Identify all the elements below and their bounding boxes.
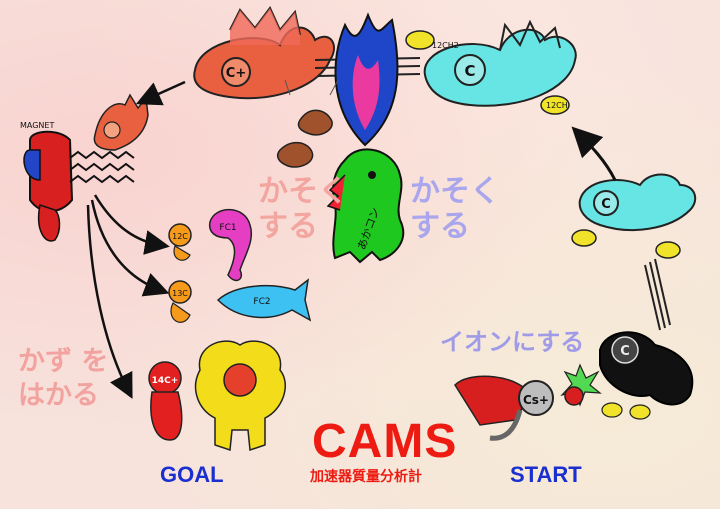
accelerate-label-left: かそく する — [258, 174, 348, 244]
fc2-text: FC2 — [253, 297, 270, 307]
c-black-ghost: C — [599, 331, 694, 420]
fc1-text: FC1 — [219, 223, 236, 233]
arrow-to-magnet — [135, 80, 186, 106]
fc2-shark: FC2 — [216, 278, 312, 322]
accelerate-label-right: かそく する — [410, 174, 500, 244]
cs-plus-hero: Cs+ — [454, 375, 584, 441]
arrow-up-right — [571, 126, 617, 181]
ch2-text-top: 12CH2 — [432, 41, 459, 50]
ionize-label: イオンにする — [440, 328, 585, 356]
c-plus-red-creature: C+ — [193, 6, 335, 100]
goal-label: GOAL — [160, 462, 224, 487]
magnet-creature: MAGNET — [20, 121, 74, 242]
c12-figure: 12C — [168, 223, 192, 261]
c14-text: 14C+ — [152, 376, 179, 386]
c-text-right: C — [601, 197, 611, 212]
zigzag-lines — [69, 150, 135, 184]
c-neutral-right-creature: C — [571, 173, 697, 259]
c-text-ghost: C — [620, 344, 630, 359]
motion-lines-right — [644, 258, 671, 331]
central-flame — [334, 12, 399, 147]
brown-creatures — [276, 79, 339, 168]
green-dragon: あかコン — [326, 148, 405, 264]
cs-plus-text: Cs+ — [523, 393, 549, 407]
red-flame-creature — [93, 93, 149, 151]
yellow-birds-top: 12CH2 12CH — [405, 30, 570, 115]
measure-label: かず を はかる — [18, 346, 109, 411]
c-text-top: C — [464, 62, 475, 80]
c-plus-text: C+ — [226, 66, 246, 81]
fc1-creature: FC1 — [208, 208, 252, 282]
yellow-lion — [194, 340, 286, 452]
impact-spark — [560, 363, 602, 407]
c12-text: 12C — [172, 232, 188, 241]
ch-text-top: 12CH — [546, 101, 568, 110]
c13-text: 13C — [172, 289, 188, 298]
start-label: START — [510, 462, 582, 487]
c-neutral-cyan-creature: C — [423, 19, 577, 107]
page-subtitle: 加速器質量分析計 — [310, 469, 422, 485]
split-arrows — [86, 194, 170, 399]
magnet-text: MAGNET — [20, 121, 54, 130]
c13-figure: 13C — [168, 280, 192, 323]
c14-figure: 14C+ — [148, 361, 183, 441]
page-title: CAMS — [312, 415, 458, 468]
